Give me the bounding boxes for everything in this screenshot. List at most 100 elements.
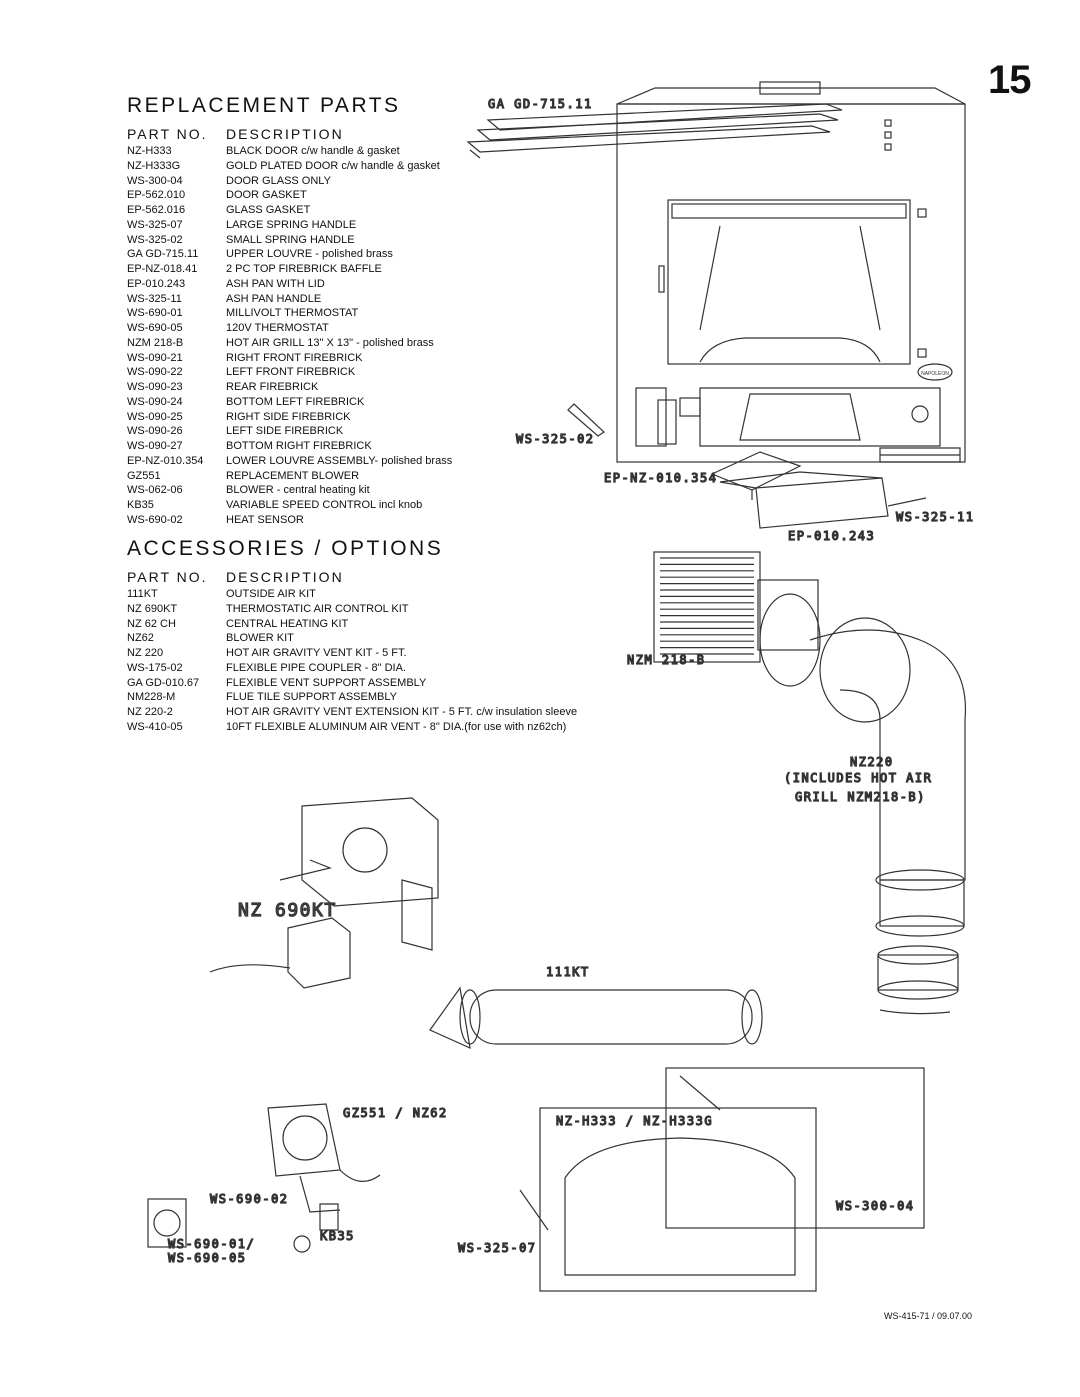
part-description: RIGHT FRONT FIREBRICK bbox=[226, 351, 363, 364]
part-description: 120V THERMOSTAT bbox=[226, 322, 329, 334]
part-number: NZ 690KT bbox=[127, 602, 178, 615]
accessories-col-part: PART NO. bbox=[127, 569, 208, 585]
label-door: NZ-H333 / NZ-H333G bbox=[556, 1114, 713, 1128]
label-grill: NZM 218-B bbox=[627, 653, 706, 667]
thermostat-illustration bbox=[147, 1198, 187, 1248]
fireplace-illustration bbox=[616, 81, 966, 463]
part-number: NZ-H333 bbox=[127, 145, 172, 157]
part-number: EP-562.010 bbox=[127, 189, 186, 202]
part-description: BLOWER - central heating kit bbox=[226, 484, 370, 497]
part-description: ASH PAN HANDLE bbox=[226, 292, 322, 305]
part-description: HOT AIR GRAVITY VENT KIT - 5 FT. bbox=[226, 647, 407, 659]
part-description: FLEXIBLE PIPE COUPLER - 8" DIA. bbox=[226, 661, 406, 674]
part-description: MILLIVOLT THERMOSTAT bbox=[226, 307, 359, 320]
part-description: BLOWER KIT bbox=[226, 632, 294, 645]
part-description: LARGE SPRING HANDLE bbox=[226, 218, 357, 231]
part-number: WS-090-21 bbox=[127, 351, 183, 364]
label-thermostat-1: WS-690-01/ bbox=[168, 1237, 255, 1251]
part-number: WS-690-01 bbox=[127, 307, 183, 320]
label-nz220-line2: (INCLUDES HOT AIR bbox=[784, 771, 932, 785]
flexible-duct-illustration bbox=[759, 593, 967, 1015]
upper-louvre-illustration bbox=[466, 103, 843, 159]
part-description: GOLD PLATED DOOR c/w handle & gasket bbox=[226, 159, 440, 172]
label-ash-pan: EP-010.243 bbox=[788, 529, 875, 543]
part-description: ASH PAN WITH LID bbox=[226, 277, 325, 290]
part-number: KB35 bbox=[127, 499, 154, 511]
part-description: GLASS GASKET bbox=[226, 204, 311, 216]
part-number: WS-090-23 bbox=[127, 381, 183, 393]
part-number: EP-NZ-018.41 bbox=[127, 263, 198, 275]
part-description: CENTRAL HEATING KIT bbox=[226, 617, 349, 630]
accessories-title: ACCESSORIES / OPTIONS bbox=[127, 537, 444, 560]
label-nz220: NZ220 bbox=[850, 755, 894, 769]
label-glass: WS-300-04 bbox=[836, 1199, 915, 1213]
part-description: LEFT FRONT FIREBRICK bbox=[226, 366, 356, 379]
part-number: NZ-H333G bbox=[127, 159, 181, 172]
part-number: WS-325-07 bbox=[127, 218, 183, 231]
part-description: BOTTOM RIGHT FIREBRICK bbox=[226, 440, 372, 452]
label-large-handle: WS-325-07 bbox=[458, 1241, 537, 1255]
replacement-parts-title: REPLACEMENT PARTS bbox=[127, 94, 401, 117]
accessories-col-desc: DESCRIPTION bbox=[226, 569, 344, 585]
part-description: HOT AIR GRILL 13" X 13" - polished brass bbox=[226, 336, 434, 349]
footer-doc-code: WS-415-71 / 09.07.00 bbox=[884, 1311, 973, 1321]
part-description: BLACK DOOR c/w handle & gasket bbox=[226, 145, 400, 157]
part-description: LEFT SIDE FIREBRICK bbox=[226, 425, 344, 438]
part-number: NZ 220-2 bbox=[127, 706, 173, 718]
part-description: FLEXIBLE VENT SUPPORT ASSEMBLY bbox=[226, 676, 427, 689]
part-number: GZ551 bbox=[127, 469, 161, 482]
label-small-handle: WS-325-02 bbox=[516, 432, 595, 446]
replacement-parts-col-part: PART NO. bbox=[127, 126, 208, 142]
part-number: GA GD-010.67 bbox=[127, 676, 200, 689]
part-number: WS-090-25 bbox=[127, 410, 183, 423]
part-description: FLUE TILE SUPPORT ASSEMBLY bbox=[226, 691, 397, 704]
part-description: REPLACEMENT BLOWER bbox=[226, 469, 360, 482]
part-number: WS-090-26 bbox=[127, 425, 183, 438]
part-number: WS-175-02 bbox=[127, 661, 183, 674]
part-description: DOOR GASKET bbox=[226, 189, 307, 202]
page-number: 15 bbox=[988, 58, 1031, 102]
thermostatic-kit-illustration bbox=[209, 797, 439, 989]
part-number: WS-325-02 bbox=[127, 233, 183, 246]
part-number: EP-NZ-010.354 bbox=[127, 454, 204, 467]
part-description: BOTTOM LEFT FIREBRICK bbox=[226, 395, 365, 408]
label-blower: GZ551 / NZ62 bbox=[343, 1106, 448, 1120]
part-description: 10FT FLEXIBLE ALUMINUM AIR VENT - 8" DIA… bbox=[226, 720, 567, 733]
napoleon-logo-text: NAPOLEON bbox=[921, 371, 949, 377]
part-number: NZ 220 bbox=[127, 647, 164, 659]
part-number: WS-690-05 bbox=[127, 322, 183, 334]
door-illustration bbox=[519, 1067, 925, 1292]
part-number: WS-325-11 bbox=[127, 292, 182, 305]
label-heat-sensor: WS-690-02 bbox=[210, 1192, 289, 1206]
part-description: SMALL SPRING HANDLE bbox=[226, 233, 355, 246]
part-description: THERMOSTATIC AIR CONTROL KIT bbox=[226, 602, 409, 615]
part-number: WS-090-22 bbox=[127, 366, 183, 379]
blower-illustration bbox=[267, 1103, 381, 1231]
replacement-parts-col-desc: DESCRIPTION bbox=[226, 126, 344, 142]
part-description: OUTSIDE AIR KIT bbox=[226, 588, 316, 600]
label-ash-handle: WS-325-11 bbox=[896, 510, 975, 524]
small-spring-handle-illustration bbox=[567, 403, 605, 437]
hot-air-grill-illustration bbox=[653, 551, 819, 663]
part-number: NZ62 bbox=[127, 632, 154, 645]
label-upper-louvre: GA GD-715.11 bbox=[488, 97, 593, 111]
part-number: EP-562.016 bbox=[127, 204, 186, 216]
label-thermo-kit: NZ 690KT bbox=[238, 900, 337, 921]
part-number: WS-690-02 bbox=[127, 513, 183, 526]
part-description: REAR FIREBRICK bbox=[226, 381, 319, 393]
label-nz220-line3: GRILL NZM218-B) bbox=[795, 790, 926, 804]
label-speed-control: KB35 bbox=[320, 1229, 355, 1243]
part-description: UPPER LOUVRE - polished brass bbox=[226, 248, 393, 261]
part-description: RIGHT SIDE FIREBRICK bbox=[226, 410, 351, 423]
part-number: 111KT bbox=[127, 588, 158, 600]
part-description: VARIABLE SPEED CONTROL incl knob bbox=[226, 499, 423, 511]
part-description: LOWER LOUVRE ASSEMBLY- polished brass bbox=[226, 454, 453, 467]
part-number: WS-090-27 bbox=[127, 440, 183, 452]
part-description: DOOR GLASS ONLY bbox=[226, 174, 331, 187]
part-number: NZM 218-B bbox=[127, 336, 184, 349]
part-description: HEAT SENSOR bbox=[226, 513, 304, 526]
label-lower-louvre: EP-NZ-010.354 bbox=[604, 471, 717, 485]
part-number: EP-010.243 bbox=[127, 277, 186, 290]
part-number: NM228-M bbox=[127, 691, 176, 704]
